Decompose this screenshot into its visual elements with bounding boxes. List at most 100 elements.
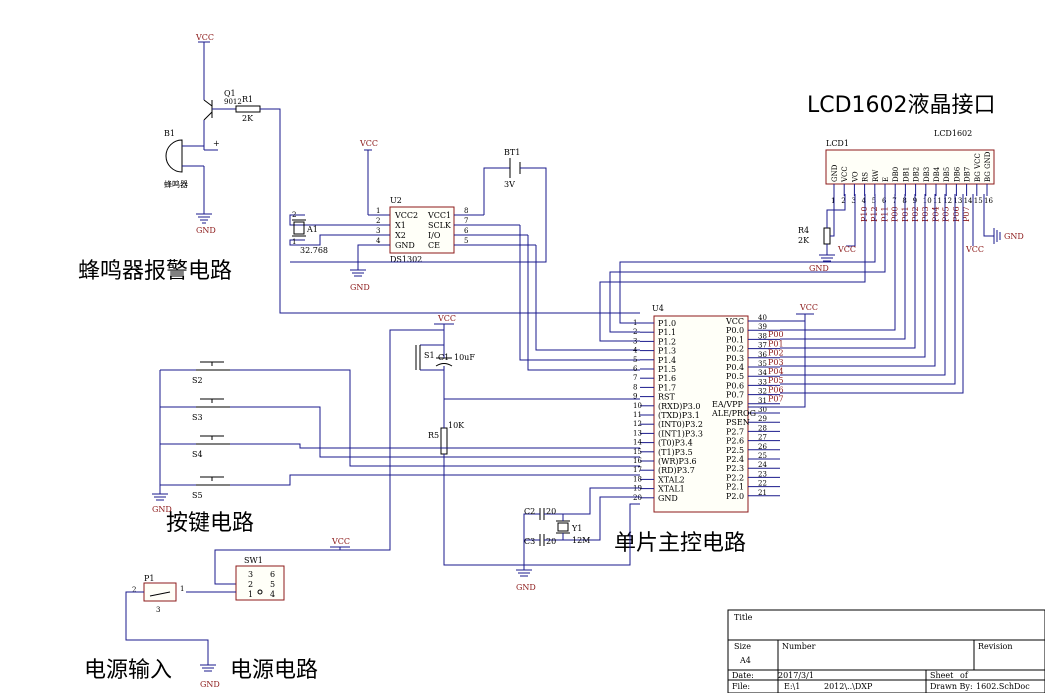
tb-title-label: Title (734, 613, 753, 622)
mcu-pin-num-right: 32 (758, 388, 767, 396)
gnd-label-crystal: GND (516, 583, 536, 592)
u2-num-3: 3 (376, 227, 380, 235)
mcu-pin-num-right: 26 (758, 443, 767, 451)
mcu-pin-label-left: RST (658, 393, 676, 402)
sw1-pin1: 1 (248, 590, 253, 599)
q1-designator: Q1 (224, 89, 236, 98)
mcu-pin-label-right: P0.7 (726, 391, 744, 400)
c2-value: 20 (546, 507, 556, 516)
lcd-pin-label: E (882, 177, 890, 182)
mcu-pin-label-right: PSEN (726, 418, 750, 427)
tb-drawn-by-label: Drawn By: (930, 682, 973, 691)
lcd-pin-label: RS (862, 172, 870, 182)
mcu-pin-num-left: 14 (633, 439, 642, 447)
mcu-pin-label-left: P1.5 (658, 365, 676, 374)
u2-num-6: 6 (464, 227, 469, 235)
lcd-net-label: P04 (931, 206, 940, 222)
mcu-pin-num-left: 4 (633, 347, 638, 355)
mcu-pin-num-left: 13 (633, 429, 642, 437)
tb-file-label: File: (732, 682, 750, 691)
mcu-pin-num-left: 18 (633, 475, 642, 483)
mcu-pin-label-left: (TXD)P3.1 (658, 411, 700, 420)
lcd-pin-num: 5 (872, 197, 876, 205)
mcu-net-label: P06 (768, 385, 784, 394)
u2-pin-io: I/O (428, 231, 441, 240)
lcd-pin-label: VO (851, 171, 859, 183)
mcu-pin-label-left: (RXD)P3.0 (658, 402, 700, 411)
mcu-left-pins: P1.01P1.12P1.23P1.34P1.45P1.56P1.67P1.78… (633, 319, 703, 503)
crystal-circuit: C2 20 C3 20 Y1 12M GND (516, 487, 640, 592)
mcu-net-label: P02 (768, 349, 784, 358)
gnd-label-power: GND (200, 680, 220, 689)
mcu-pin-num-right: 29 (758, 415, 767, 423)
bt1-designator: BT1 (504, 148, 520, 157)
lcd-pin-num: 4 (862, 197, 867, 205)
lcd-pin-num: 2 (841, 197, 845, 205)
sw1-body (235, 565, 285, 601)
tb-number-label: Number (782, 642, 816, 651)
gnd-label-buzzer: GND (196, 226, 216, 235)
tb-date-label: Date: (732, 671, 754, 680)
lcd-pin-label: RW (872, 169, 880, 182)
lcd-pin-label: DB4 (933, 166, 941, 182)
u2-num-8: 8 (464, 207, 468, 215)
p1-pin3: 3 (156, 606, 160, 614)
mcu-pin-label-right: P0.0 (726, 326, 744, 335)
s1-designator: S1 (424, 351, 435, 360)
sw1-pin2: 2 (248, 580, 253, 589)
mcu-pin-num-left: 5 (633, 356, 637, 364)
p1-pin1: 1 (180, 585, 184, 593)
mcu-pin-num-left: 6 (633, 365, 638, 373)
tb-size-value: A4 (739, 656, 751, 665)
mcu-pin-num-right: 24 (758, 461, 767, 469)
mcu-pin-label-right: P2.4 (726, 455, 744, 464)
mcu-pin-label-right: P2.3 (726, 464, 744, 473)
mcu-pin-label-right: P0.5 (726, 372, 744, 381)
mcu-pin-label-left: (INT1)P3.3 (658, 429, 703, 438)
mcu-pin-num-left: 11 (633, 411, 642, 419)
mcu-pin-label-right: P0.1 (726, 335, 744, 344)
mcu-pin-num-left: 16 (633, 457, 642, 465)
b1-designator: B1 (164, 129, 175, 138)
lcd-pin-num: 14 (964, 197, 973, 205)
u4-designator: U4 (652, 304, 664, 313)
c3-designator: C3 (524, 537, 535, 546)
key-designator: S2 (192, 376, 203, 385)
mcu-pin-num-left: 10 (633, 402, 642, 410)
u2-num-2: 2 (376, 217, 380, 225)
vcc-label-lcd-bg: VCC (965, 245, 984, 254)
mcu-pin-num-right: 30 (758, 406, 767, 414)
gnd-label-keys: GND (152, 505, 172, 514)
vcc-label-lcd: VCC (837, 245, 856, 254)
lcd-pin-label: DB6 (953, 166, 961, 182)
mcu-pin-label-right: ALE/PROG (711, 409, 756, 418)
u2-designator: U2 (390, 196, 402, 205)
u2-pin-gnd: GND (395, 241, 415, 250)
mcu-net-label: P07 (768, 395, 784, 404)
mcu-pin-num-right: 34 (758, 369, 767, 377)
lcd-pin-label: VCC (841, 166, 849, 183)
heading-key-circuit: 按键电路 (166, 511, 254, 536)
lcd-pin-num: 11 (933, 197, 942, 205)
u2-pin-ce: CE (428, 241, 440, 250)
p1-body (143, 582, 177, 602)
buzzer-circuit: VCC Q1 9012 R1 2K + B1 蜂鸣器 GND (164, 33, 640, 314)
mcu-pin-num-left: 9 (633, 393, 637, 401)
sw1-pin6: 6 (270, 570, 275, 579)
lcd1-part: LCD1602 (934, 129, 972, 138)
lcd-pin-num: 16 (984, 197, 993, 205)
sw1-pin5: 5 (270, 580, 275, 589)
p1-designator: P1 (144, 574, 154, 583)
mcu-pin-label-left: P1.3 (658, 347, 676, 356)
mcu-pin-label-right: P2.5 (726, 446, 744, 455)
lcd-pin-num: 10 (923, 197, 932, 205)
mcu-pin-num-right: 39 (758, 323, 767, 331)
title-block: Title Size A4 Number Revision Date: 2017… (727, 609, 1045, 693)
tb-drawn-by-value: 1602.SchDoc (976, 682, 1030, 691)
y1-designator: Y1 (571, 524, 582, 533)
q1-part: 9012 (224, 98, 242, 106)
mcu-pin-num-right: 40 (758, 314, 767, 322)
lcd-net-label: P03 (921, 206, 930, 222)
